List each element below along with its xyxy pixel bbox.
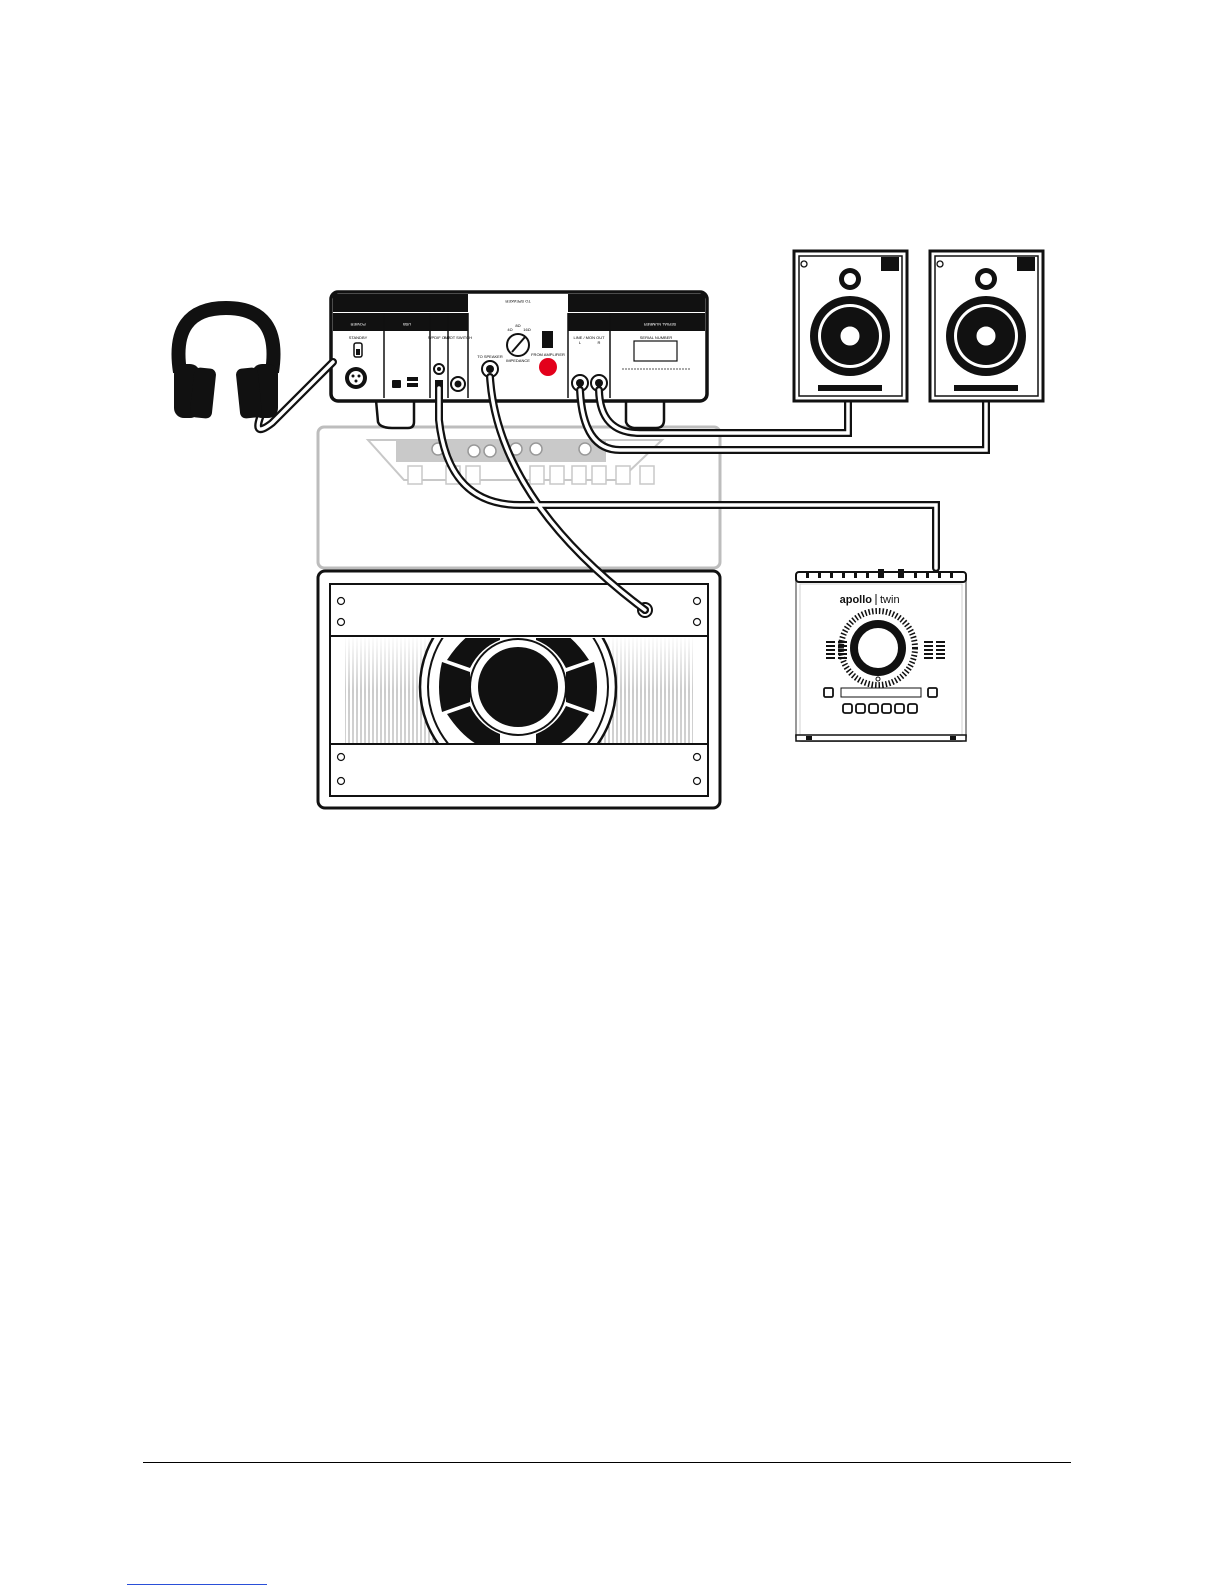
studio-monitor-left xyxy=(794,251,907,401)
power-label: POWER xyxy=(350,322,365,327)
interface-model: twin xyxy=(880,594,900,606)
ohm-8-label: 8Ω xyxy=(515,323,520,328)
standby-label: STANDBY xyxy=(349,335,368,340)
studio-monitor-right xyxy=(930,251,1043,401)
usb-port-icon xyxy=(392,380,401,388)
ox-box: POWER USB TO SPEAKER SERIAL NUMBER STAND… xyxy=(331,292,707,428)
footer-link-underline xyxy=(127,1584,267,1585)
serial-header: SERIAL NUMBER xyxy=(644,322,677,327)
to-speaker-header: TO SPEAKER xyxy=(505,299,531,304)
line-r-label: R xyxy=(598,340,601,345)
usb-label: USB xyxy=(403,322,412,327)
serial-label: SERIAL NUMBER xyxy=(640,335,673,340)
impedance-label: IMPEDANCE xyxy=(506,358,530,363)
ohm-16-label: 16Ω xyxy=(523,327,530,332)
headphones-icon xyxy=(174,308,278,419)
from-amplifier-jack xyxy=(539,358,557,376)
interface-brand: apollo xyxy=(840,594,873,606)
ohm-4-label: 4Ω xyxy=(507,327,512,332)
from-amp-label: FROM AMPLIFIER xyxy=(531,352,565,357)
footer-rule xyxy=(143,1462,1071,1463)
audio-interface: apollo twin xyxy=(796,569,966,741)
footswitch-label: FOOT SWITCH xyxy=(444,335,472,340)
speaker-cabinet xyxy=(318,571,720,808)
to-speaker-label: TO SPEAKER xyxy=(477,354,503,359)
